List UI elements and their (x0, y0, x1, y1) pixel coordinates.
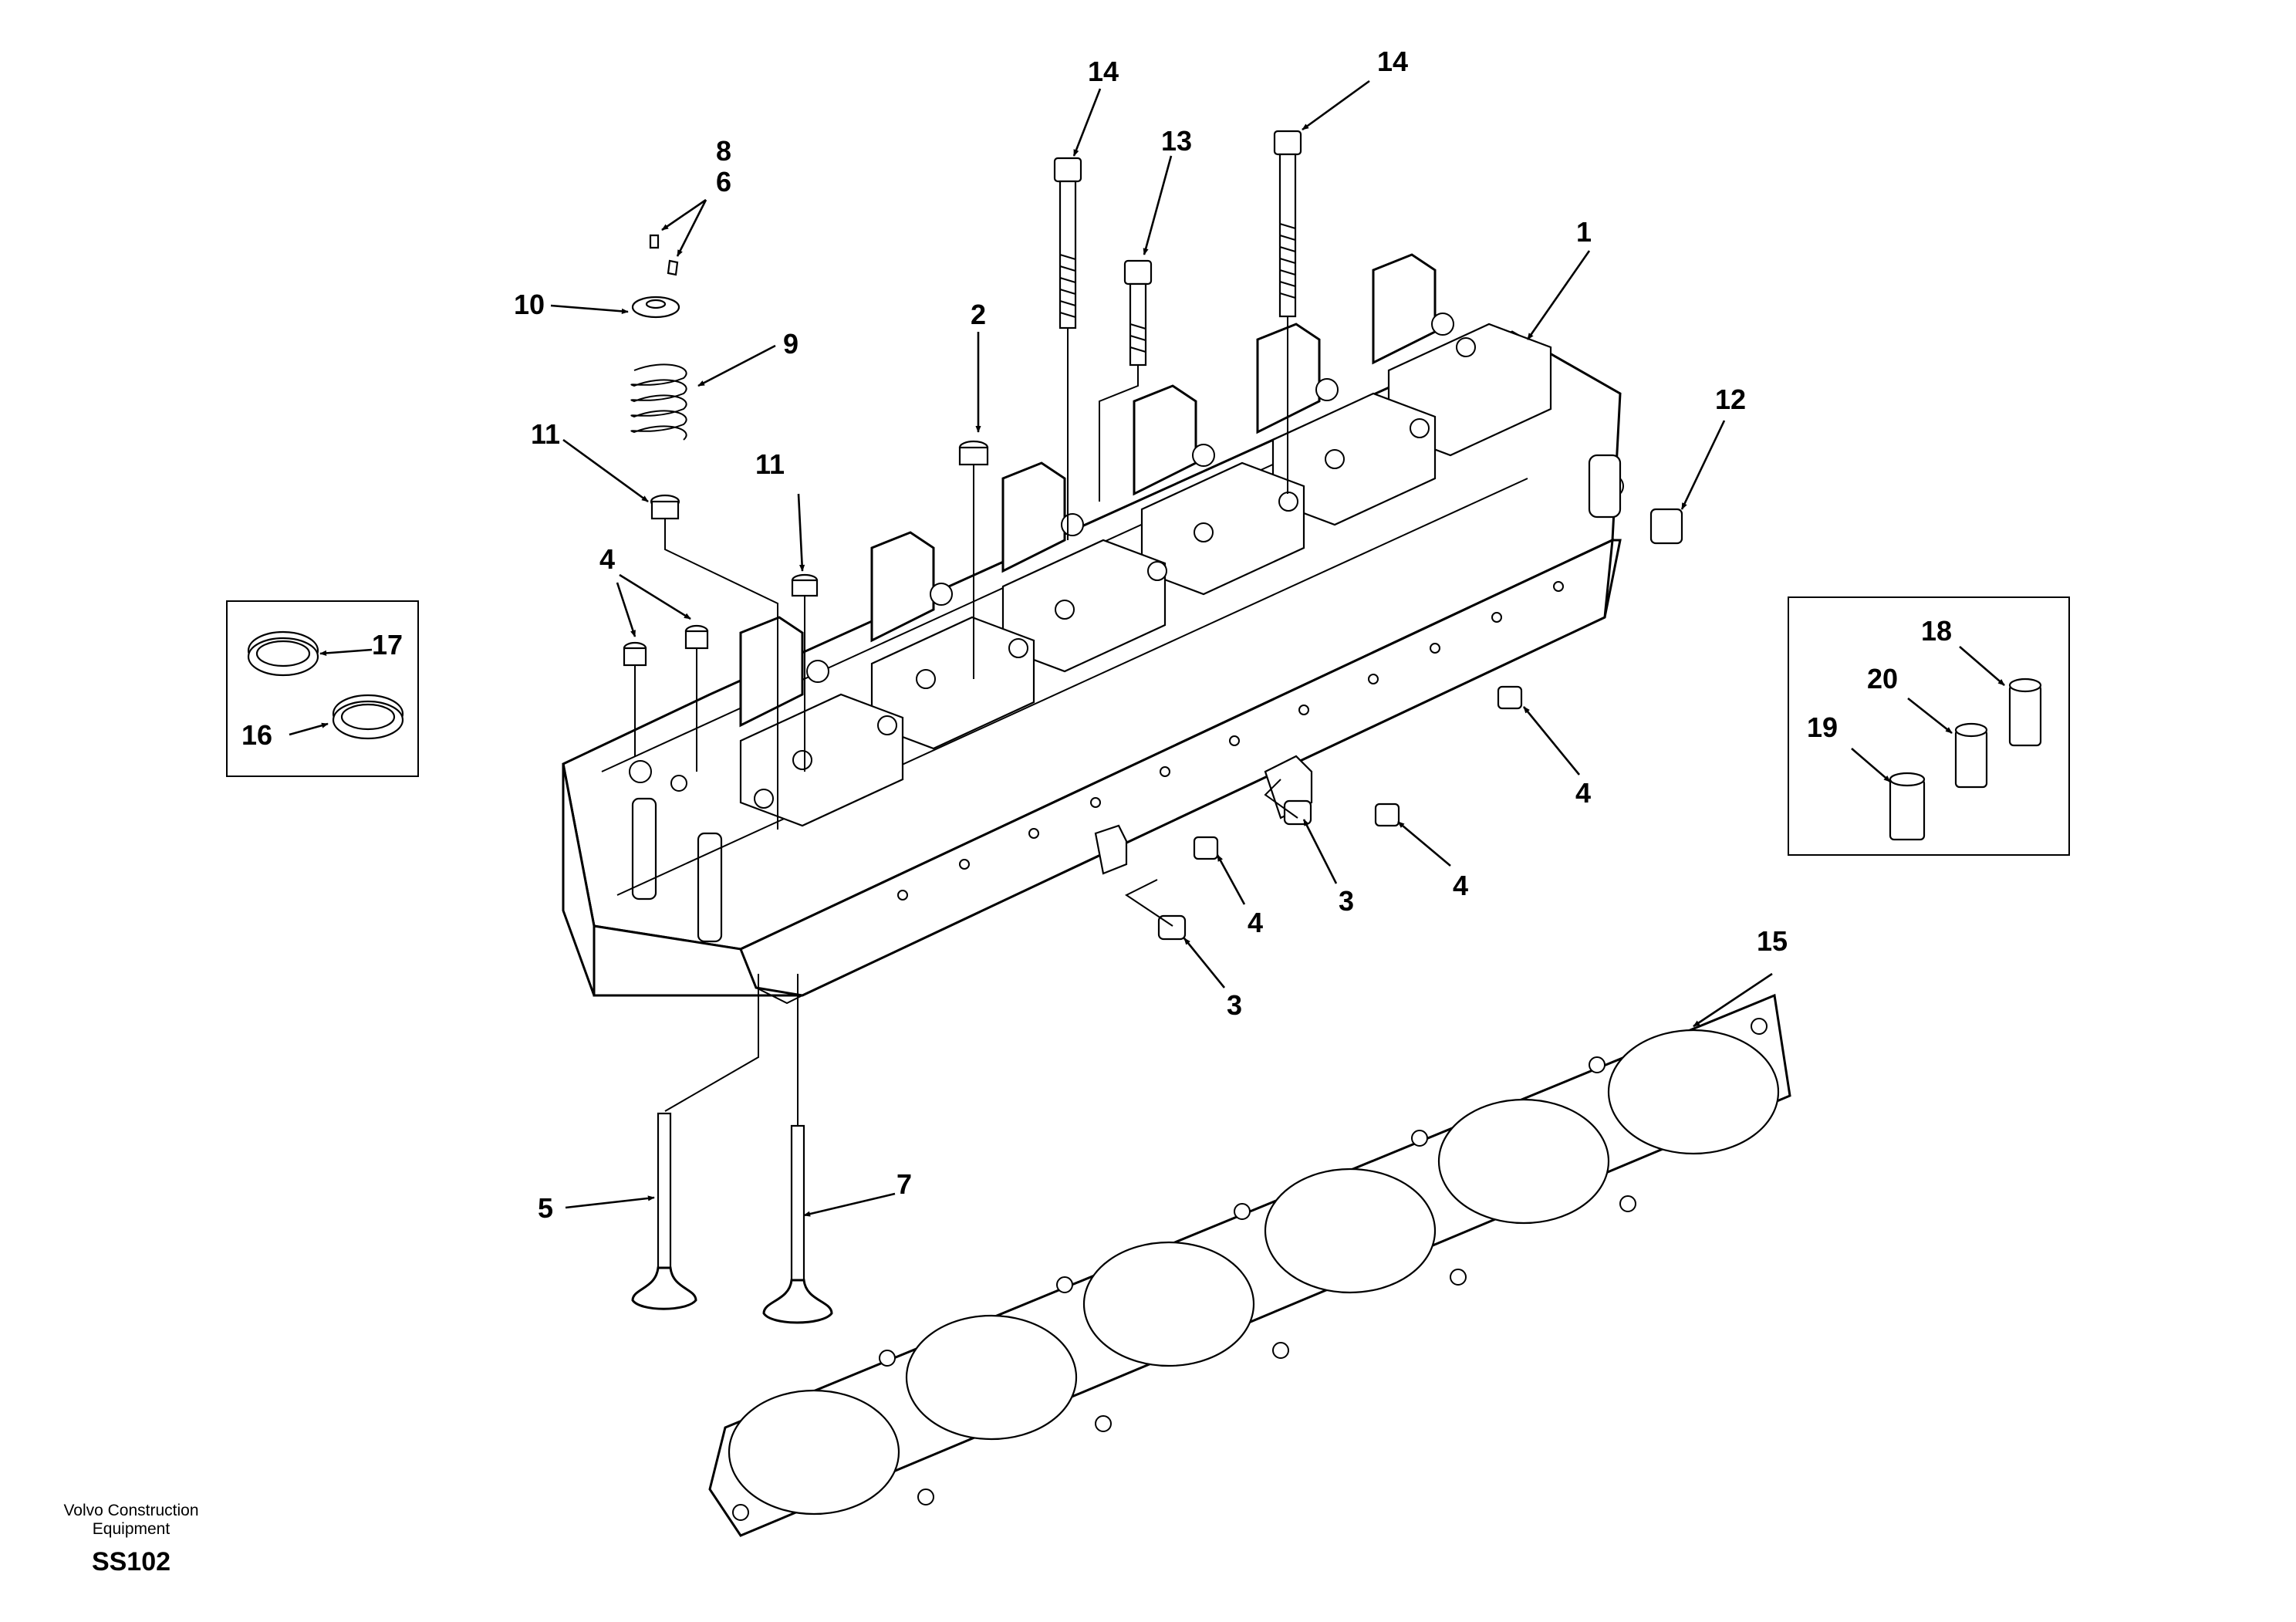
callout-16: 16 (241, 719, 272, 751)
callout-15: 15 (1757, 925, 1788, 957)
company-name-line1: Volvo Construction (63, 1502, 199, 1519)
cylinder-head (562, 253, 1624, 1005)
callout-18: 18 (1921, 615, 1952, 647)
spring-retainer (631, 296, 680, 319)
callout-10: 10 (514, 289, 545, 320)
callout-11a: 11 (531, 418, 560, 450)
callout-12: 12 (1715, 384, 1746, 415)
callout-4c: 4 (1248, 907, 1263, 938)
callout-14a: 14 (1088, 56, 1119, 87)
valve-keepers (649, 234, 679, 276)
tappet-18 (2008, 678, 2042, 747)
valve-stem-seal-mid (791, 573, 819, 597)
callout-2: 2 (971, 299, 986, 330)
callout-17: 17 (372, 629, 403, 661)
seat-insert-2 (958, 440, 989, 466)
plug-4-d (1374, 803, 1400, 827)
ring-17 (247, 630, 319, 677)
valve-stem-seal-left (650, 494, 680, 520)
callout-labels: 1 2 3 3 4 4 4 4 5 6 7 8 9 10 11 11 12 13… (241, 46, 1952, 1224)
bolt-14-right (1273, 130, 1302, 318)
callout-14b: 14 (1377, 46, 1408, 77)
tappet-20 (1954, 722, 1988, 789)
callout-11b: 11 (755, 448, 785, 480)
bolt-13 (1123, 259, 1153, 367)
valve-spring (630, 363, 687, 441)
plug-3-a (1283, 799, 1312, 826)
callout-13: 13 (1161, 125, 1192, 157)
inset-seat-rings (226, 600, 419, 777)
head-gasket (708, 993, 1791, 1537)
ring-16 (332, 694, 404, 740)
callout-4a: 4 (1575, 777, 1591, 809)
plug-4-a (623, 641, 647, 667)
plug-12 (1649, 508, 1683, 545)
callout-20: 20 (1867, 663, 1898, 694)
callout-8: 8 (716, 135, 731, 167)
company-name-line2: Equipment (92, 1520, 171, 1538)
plug-4-e (1193, 836, 1219, 860)
plug-4-c (1497, 685, 1523, 710)
intake-valve-7 (762, 1124, 833, 1324)
callout-4b: 4 (1453, 870, 1468, 901)
plug-4-b (684, 624, 709, 650)
callout-19: 19 (1807, 711, 1838, 743)
callout-4d: 4 (599, 543, 615, 575)
callout-7: 7 (896, 1168, 912, 1200)
callout-6: 6 (716, 166, 731, 198)
bolt-14-left (1053, 157, 1082, 329)
callout-3a: 3 (1339, 885, 1354, 917)
drawing-code: SS102 (91, 1547, 171, 1576)
exhaust-valve-5 (631, 1112, 697, 1310)
callout-leaders (289, 79, 2005, 1217)
tappet-19 (1889, 772, 1926, 841)
callout-5: 5 (538, 1192, 553, 1224)
callout-3b: 3 (1227, 989, 1242, 1021)
callout-9: 9 (783, 328, 799, 360)
callout-1: 1 (1576, 216, 1592, 248)
inset-tappets (1788, 596, 2070, 856)
